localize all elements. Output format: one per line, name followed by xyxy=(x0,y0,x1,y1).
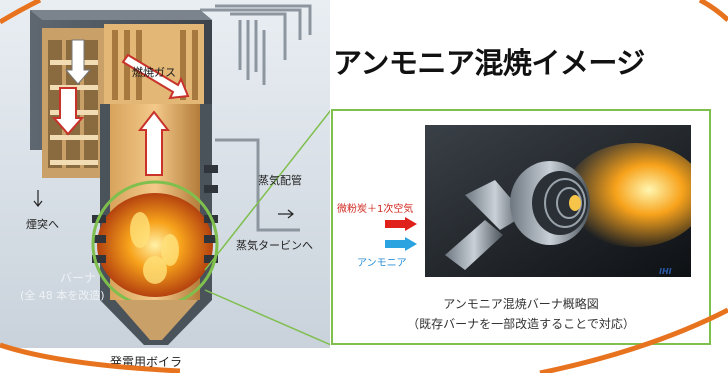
burner-render xyxy=(425,125,691,277)
burner-count-label: (全 48 本を改造) xyxy=(20,289,105,302)
steam-pipe-label: 蒸気配管 xyxy=(258,174,302,187)
coal-arrow-icon xyxy=(385,217,417,231)
flue-gas-label: 燃焼ガス xyxy=(132,66,176,79)
ammonia-arrow-icon xyxy=(385,237,417,251)
panel-caption: アンモニア混焼バーナ概略図 xyxy=(443,297,599,311)
to-chimney-label: 煙突へ xyxy=(26,218,59,231)
boiler-illustration xyxy=(0,0,330,348)
boiler-name-label: 発電用ボイラ xyxy=(110,355,183,369)
coal-air-label: 微粉炭＋1次空気 xyxy=(337,204,414,215)
brand-logo: IHI xyxy=(659,267,672,276)
panel-subcaption: （既存バーナを一部改造することで対応） xyxy=(407,317,635,331)
to-turbine-label: 蒸気タービンへ xyxy=(236,239,313,252)
page-title: アンモニア混焼イメージ xyxy=(333,46,645,80)
burner-detail-panel: 微粉炭＋1次空気 アンモニア IHI アンモニア混焼バーナ概略図 （既存バーナを… xyxy=(331,109,711,345)
ammonia-label: アンモニア xyxy=(357,258,407,269)
burner-label: バーナ xyxy=(60,271,97,285)
